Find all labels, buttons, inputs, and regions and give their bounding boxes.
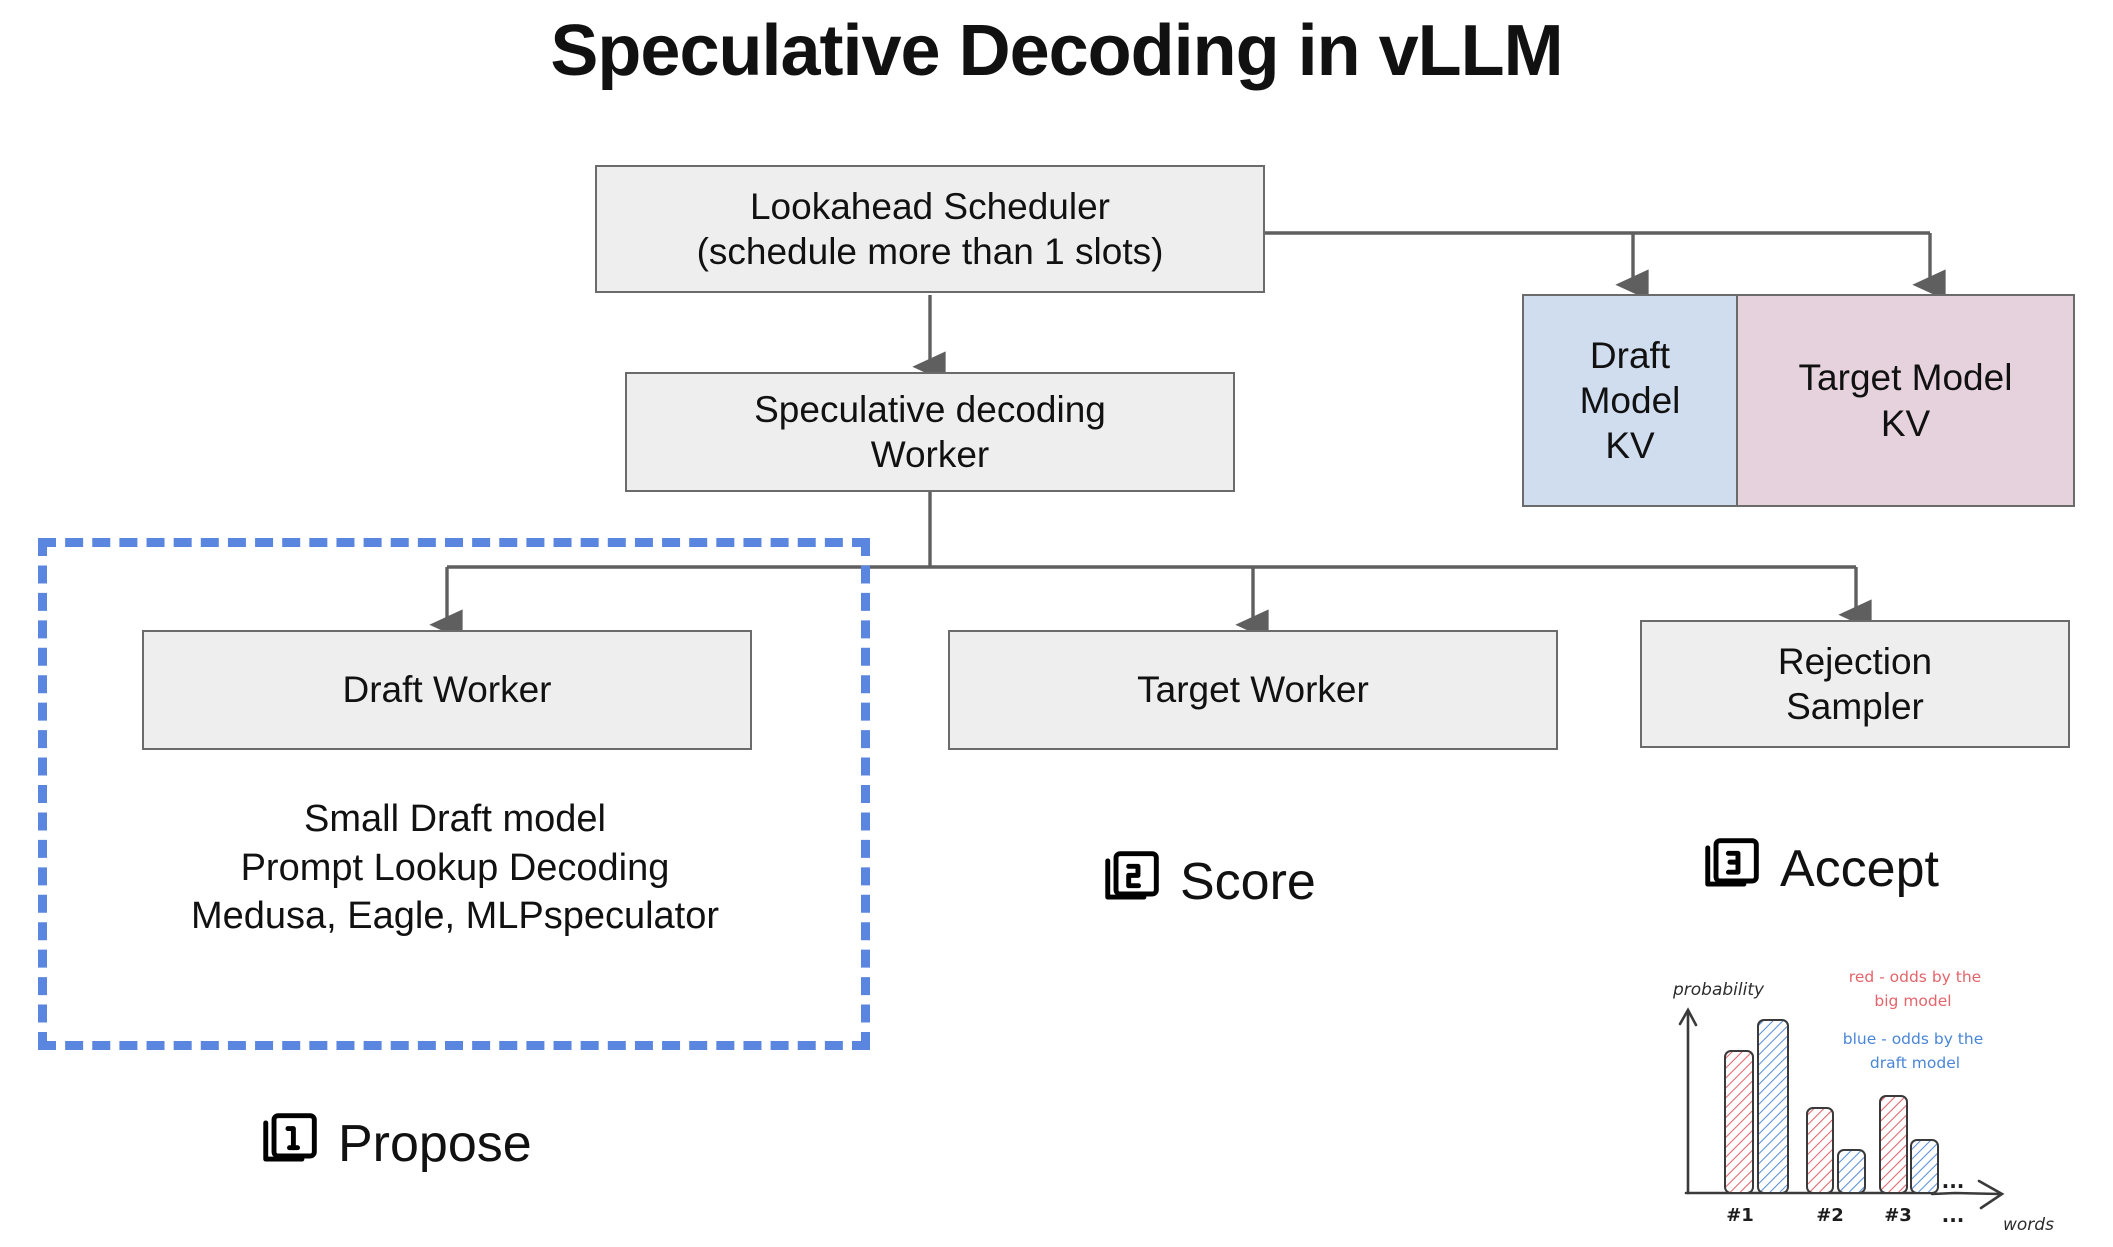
box-rejection-sampler[interactable]: Rejection Sampler [1640,620,2070,748]
counter-three-icon [1700,835,1762,902]
bar-group-1: #1 [1724,1019,1789,1226]
counter-two-icon [1100,848,1162,915]
step-score[interactable]: Score [1100,848,1316,915]
chart-legend-blue: blue - odds by the draft model [1843,1030,1984,1072]
counter-one-icon [258,1110,320,1177]
svg-text:red - odds by the: red - odds by the [1849,968,1981,986]
svg-text:blue - odds by the: blue - odds by the [1843,1030,1984,1048]
propose-group-outline [38,538,870,1050]
bar-1-blue [1757,1019,1789,1194]
step-accept[interactable]: Accept [1700,835,1939,902]
box-speculative-decoding-worker[interactable]: Speculative decoding Worker [625,372,1235,492]
chart-tick-1: #1 [1726,1205,1754,1226]
bar-3-red [1879,1095,1908,1194]
page-title: Speculative Decoding in vLLM [550,11,1563,91]
chart-legend-red: red - odds by the big model [1849,968,1981,1010]
chart-ellipsis-bottom: ... [1942,1203,1965,1227]
bar-2-blue [1837,1149,1866,1194]
bar-3-blue [1910,1139,1939,1194]
box-target-worker[interactable]: Target Worker [948,630,1558,750]
bar-group-3: #3 [1879,1095,1939,1226]
step-score-label: Score [1180,852,1316,911]
bar-2-red [1806,1107,1834,1194]
svg-text:big model: big model [1874,992,1951,1010]
box-lookahead-scheduler[interactable]: Lookahead Scheduler (schedule more than … [595,165,1265,293]
box-draft-worker[interactable]: Draft Worker [142,630,752,750]
chart-tick-3: #3 [1884,1205,1912,1226]
box-draft-model-kv[interactable]: Draft Model KV [1522,294,1737,507]
chart-tick-2: #2 [1816,1205,1844,1226]
step-propose-label: Propose [338,1114,532,1173]
bar-1-red [1724,1050,1754,1194]
chart-ellipsis-top: ... [1942,1169,1965,1193]
bar-group-2: #2 [1806,1107,1866,1226]
draft-group-note: Small Draft model Prompt Lookup Decoding… [190,798,720,938]
chart-xlabel: words [2003,1215,2054,1235]
box-target-model-kv[interactable]: Target Model KV [1737,294,2075,507]
accept-probability-chart: probability words #1 #2 #3 ... ... red -… [1672,968,2054,1235]
step-propose[interactable]: Propose [258,1110,532,1177]
svg-text:draft model: draft model [1870,1054,1960,1072]
step-accept-label: Accept [1780,839,1939,898]
chart-ylabel: probability [1672,980,1765,1000]
